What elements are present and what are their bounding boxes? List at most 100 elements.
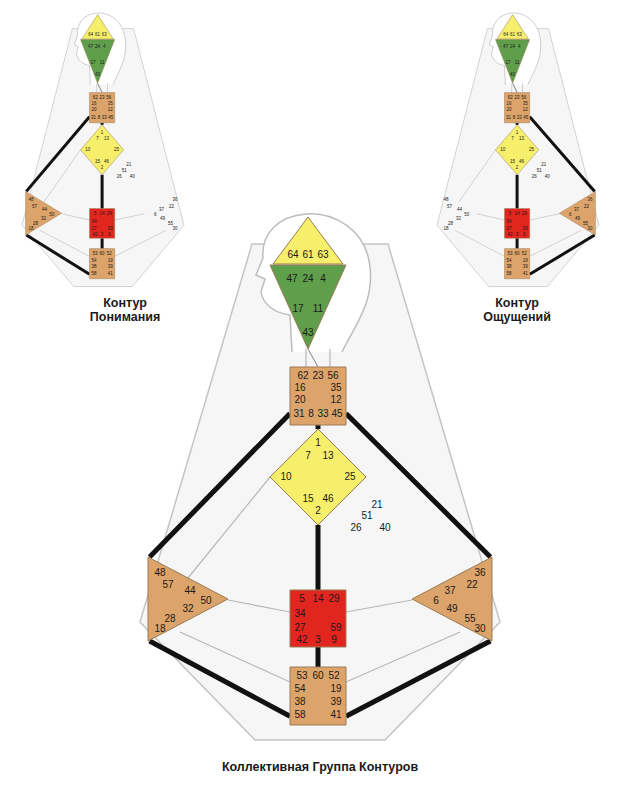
gate-number: 34 — [294, 609, 305, 619]
gate-number: 63 — [317, 250, 328, 260]
gate-number: 14 — [312, 594, 323, 604]
channel-line — [98, 83, 103, 92]
gate-number: 50 — [464, 212, 469, 217]
gate-number: 48 — [443, 197, 448, 202]
gate-number: 20 — [294, 395, 305, 405]
gate-number: 61 — [510, 32, 515, 37]
gate-number: 26 — [350, 523, 361, 533]
gate-number: 53 — [507, 251, 512, 256]
channel-line — [516, 175, 519, 209]
gate-number: 56 — [106, 95, 111, 100]
head-center: 646163 — [273, 217, 343, 264]
channel-line — [101, 238, 104, 248]
gate-number: 22 — [584, 203, 589, 208]
gate-number: 62 — [93, 95, 98, 100]
gate-number: 25 — [344, 472, 355, 482]
gate-number: 46 — [104, 159, 109, 164]
throat-center: 622356163520123183345 — [290, 367, 346, 425]
gate-number: 18 — [154, 624, 165, 634]
gate-number: 51 — [361, 511, 372, 521]
gate-number: 27 — [294, 623, 305, 633]
gate-number: 44 — [184, 586, 195, 596]
head-center: 646163 — [82, 15, 114, 39]
gate-number: 59 — [523, 226, 528, 231]
gate-number: 55 — [168, 221, 173, 226]
gate-number: 7 — [305, 451, 311, 461]
gate-number: 30 — [172, 226, 177, 231]
gate-number: 19 — [523, 257, 528, 262]
gate-number: 7 — [96, 136, 99, 141]
gate-number: 26 — [532, 174, 537, 179]
gate-number: 49 — [160, 216, 165, 221]
gate-number: 2 — [101, 165, 104, 170]
circuit-title: Контур Ощущений — [462, 296, 572, 325]
gate-number: 23 — [515, 95, 520, 100]
gate-number: 64 — [503, 32, 508, 37]
gate-number: 62 — [297, 371, 308, 381]
gate-number: 47 — [503, 44, 508, 49]
g-center: 1713102515462 — [81, 125, 124, 175]
gate-number: 34 — [506, 218, 511, 223]
gate-number: 48 — [154, 568, 165, 578]
gate-number: 19 — [330, 684, 341, 694]
gate-number: 45 — [523, 114, 528, 119]
gate-number: 17 — [292, 304, 303, 314]
gate-number: 1 — [315, 438, 321, 448]
gate-number: 38 — [506, 264, 511, 269]
gate-number: 21 — [371, 500, 382, 510]
body-silhouette — [437, 13, 599, 287]
gate-number: 57 — [162, 580, 173, 590]
gate-number: 5 — [509, 211, 512, 216]
gate-number: 23 — [312, 371, 323, 381]
gate-number: 60 — [312, 671, 323, 681]
gate-number: 13 — [519, 136, 524, 141]
gate-number: 64 — [88, 32, 93, 37]
sacral-center: 514293427594239 — [90, 209, 115, 239]
gate-number: 64 — [287, 250, 298, 260]
gate-number: 45 — [331, 409, 342, 419]
root-center: 536052541938395841 — [290, 667, 346, 725]
gate-number: 29 — [522, 211, 527, 216]
gate-number: 1 — [516, 130, 519, 135]
gate-number: 59 — [108, 226, 113, 231]
gate-number: 31 — [293, 409, 304, 419]
throat-center: 622356163520123183345 — [505, 93, 530, 123]
gate-number: 44 — [457, 206, 462, 211]
gate-number: 48 — [28, 197, 33, 202]
channel-line — [513, 83, 518, 92]
gate-number: 20 — [506, 107, 511, 112]
gate-number: 4 — [518, 44, 521, 49]
gate-number: 27 — [91, 226, 96, 231]
gate-number: 11 — [313, 304, 323, 314]
gate-number: 8 — [308, 409, 314, 419]
gate-number: 56 — [521, 95, 526, 100]
gate-number: 33 — [102, 114, 107, 119]
gate-number: 54 — [294, 684, 305, 694]
gate-number: 57 — [32, 203, 37, 208]
gate-number: 8 — [98, 114, 101, 119]
gate-number: 39 — [108, 264, 113, 269]
gate-number: 21 — [126, 162, 131, 167]
chart-frame: 6461634724417114362235616352012318334517… — [437, 12, 599, 288]
channel-line — [150, 413, 290, 557]
g-center: 1713102515462 — [270, 429, 366, 525]
throat-center: 622356163520123183345 — [90, 93, 115, 123]
gate-number: 4 — [103, 44, 106, 49]
gate-number: 25 — [529, 147, 534, 152]
channel-line — [530, 235, 595, 274]
gate-number: 33 — [517, 114, 522, 119]
gate-number: 13 — [104, 136, 109, 141]
gate-number: 58 — [294, 710, 305, 720]
gate-number: 25 — [114, 147, 119, 152]
gate-number: 52 — [522, 251, 527, 256]
gate-number: 38 — [91, 264, 96, 269]
gate-number: 40 — [379, 523, 390, 533]
gate-number: 3 — [516, 232, 519, 237]
gate-number: 55 — [583, 221, 588, 226]
gate-number: 54 — [506, 257, 511, 262]
channel-line — [101, 175, 104, 209]
gate-number: 18 — [28, 226, 33, 231]
gate-number: 36 — [474, 568, 485, 578]
gate-number: 20 — [91, 107, 96, 112]
gate-number: 1 — [101, 130, 104, 135]
